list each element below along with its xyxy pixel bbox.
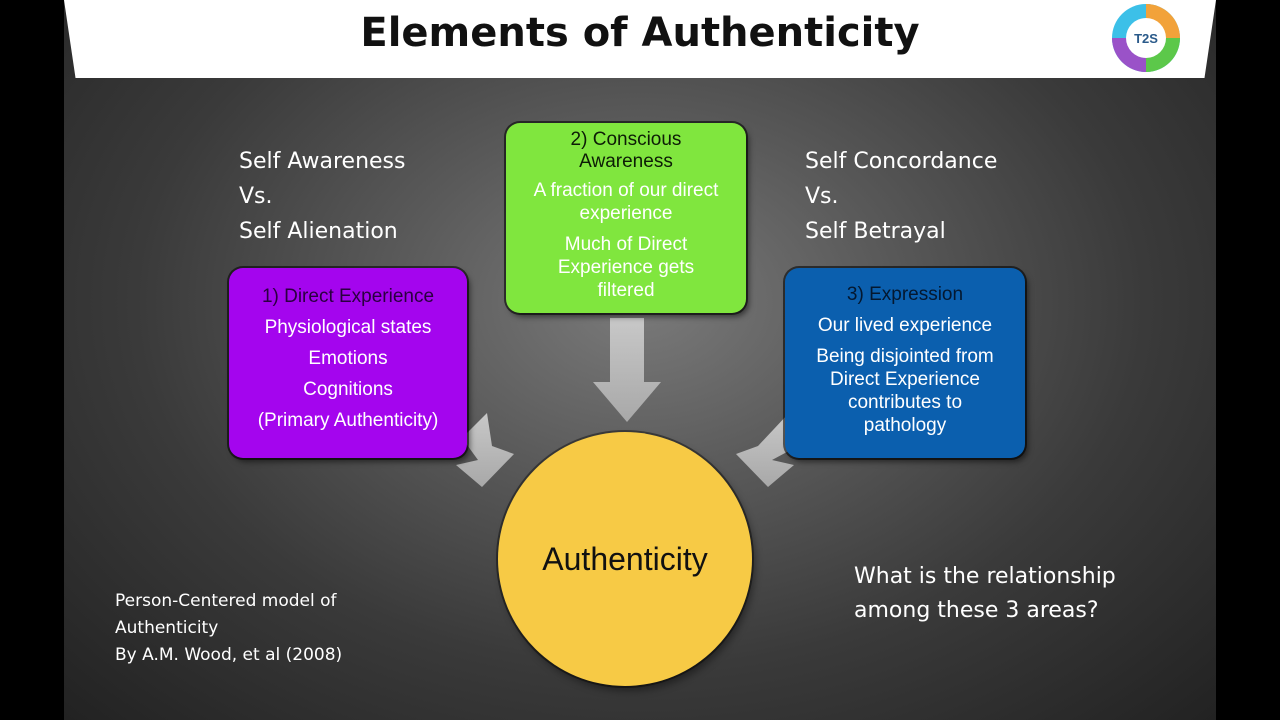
arrow-down xyxy=(593,318,661,422)
box-line: Being disjointed from Direct Experience … xyxy=(816,346,994,436)
right-heading-line: Vs. xyxy=(805,184,839,209)
left-heading: Self Awareness Vs. Self Alienation xyxy=(239,144,405,249)
title-bar xyxy=(64,0,1216,78)
direct-experience-box: 1) Direct Experience Physiological state… xyxy=(229,268,467,458)
question-line: among these 3 areas? xyxy=(854,598,1099,623)
t2s-logo: T2S xyxy=(1112,4,1180,72)
citation-line: By A.M. Wood, et al (2008) xyxy=(115,645,343,665)
right-heading-line: Self Concordance xyxy=(805,149,998,174)
citation-line: Person-Centered model of xyxy=(115,591,337,611)
question-line: What is the relationship xyxy=(854,564,1116,589)
box-line: Physiological states xyxy=(264,317,432,338)
box-title: 3) Expression xyxy=(846,284,964,305)
authenticity-circle: Authenticity xyxy=(498,432,752,686)
right-heading-line: Self Betrayal xyxy=(805,219,946,244)
conscious-awareness-box: 2) Conscious Awareness A fraction of our… xyxy=(506,123,746,313)
box-line: A fraction of our direct experience xyxy=(533,180,719,224)
left-heading-line: Self Awareness xyxy=(239,149,406,174)
question: What is the relationship among these 3 a… xyxy=(854,560,1116,628)
left-heading-line: Vs. xyxy=(239,184,273,209)
box-line: Cognitions xyxy=(303,379,393,400)
box-line: (Primary Authenticity) xyxy=(257,410,439,431)
right-heading: Self Concordance Vs. Self Betrayal xyxy=(805,144,997,249)
expression-box: 3) Expression Our lived experience Being… xyxy=(785,268,1025,458)
citation-line: Authenticity xyxy=(115,618,219,638)
box-line: Emotions xyxy=(308,348,388,369)
logo-text: T2S xyxy=(1134,31,1158,46)
citation: Person-Centered model of Authenticity By… xyxy=(115,588,342,669)
box-line: Much of Direct Experience gets filtered xyxy=(557,234,695,301)
slide-title: Elements of Authenticity xyxy=(360,10,920,56)
left-heading-line: Self Alienation xyxy=(239,219,398,244)
box-title: 1) Direct Experience xyxy=(261,286,435,307)
center-label: Authenticity xyxy=(542,540,708,577)
box-title: 2) Conscious Awareness xyxy=(570,129,682,172)
arrow-left-to-center xyxy=(456,413,514,487)
slide: Elements of Authenticity T2S Self Awaren… xyxy=(64,0,1216,720)
box-line: Our lived experience xyxy=(817,315,993,336)
